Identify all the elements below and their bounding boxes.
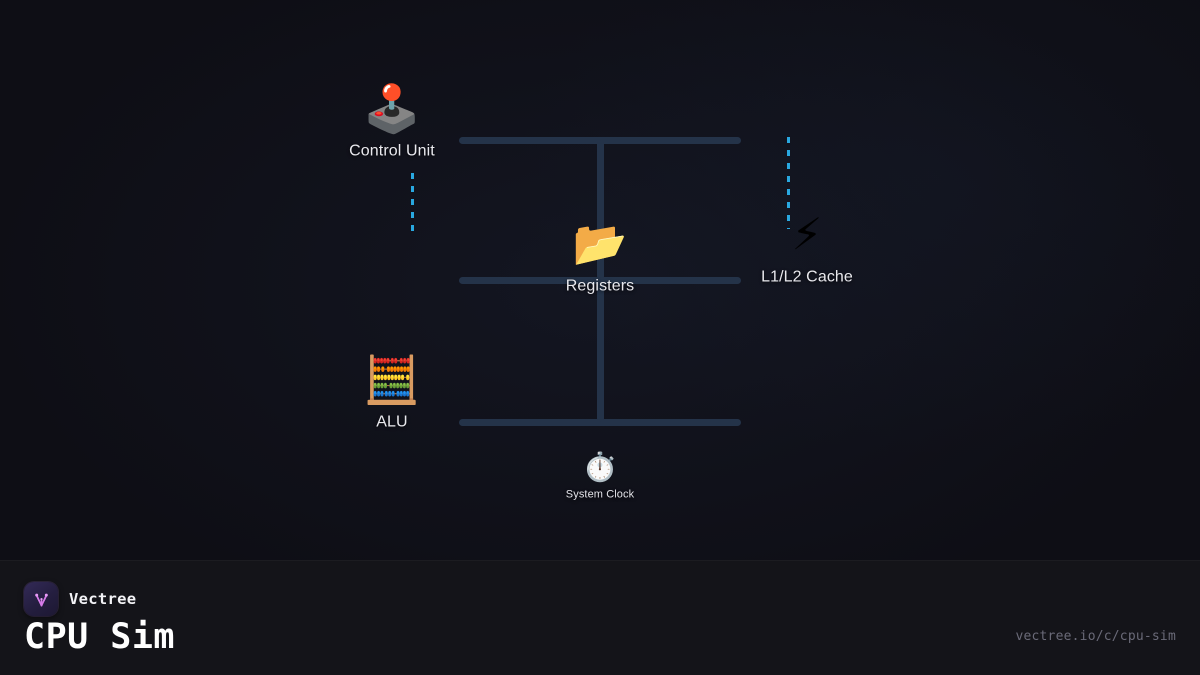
node-label-l1-l2-cache: L1/L2 Cache: [761, 268, 853, 286]
node-label-system-clock: System Clock: [565, 488, 635, 501]
link-cache-bus: [787, 137, 790, 229]
node-label-control-unit: Control Unit: [349, 142, 435, 160]
open-folder-icon: 📂: [572, 218, 628, 270]
joystick-icon: 🕹️: [363, 81, 421, 136]
node-system-clock[interactable]: ⏱️ System Clock: [565, 450, 635, 501]
footer-bar: Vectree CPU Sim vectree.io/c/cpu-sim: [0, 560, 1200, 675]
node-control-unit[interactable]: 🕹️Control Unit: [349, 86, 435, 161]
node-l1-l2-cache[interactable]: ⚡ L1/L2 Cache: [761, 209, 853, 287]
brand-name: Vectree: [69, 590, 137, 608]
bus-bus-bottom: [459, 419, 741, 426]
bus-bus-spine-upper: [597, 140, 604, 280]
vectree-logo-icon: [24, 582, 58, 616]
node-label-alu: ALU: [376, 413, 408, 431]
link-control-unit-bus: [411, 173, 414, 233]
brand-row: Vectree: [24, 582, 136, 616]
bus-bus-spine-lower: [597, 280, 604, 422]
page-title: CPU Sim: [24, 617, 176, 657]
high-voltage-icon: ⚡: [791, 209, 823, 261]
diagram-canvas: 🕹️Control Unit📂Registers⚡L1/L2 Cache🧮ALU…: [349, 86, 853, 501]
node-label-registers: Registers: [565, 277, 635, 295]
node-alu[interactable]: 🧮ALU: [363, 357, 420, 432]
node-registers[interactable]: 📂 Registers: [565, 218, 635, 296]
stopwatch-icon: ⏱️: [582, 450, 618, 484]
abacus-icon: 🧮: [363, 352, 421, 407]
footer-url: vectree.io/c/cpu-sim: [1015, 629, 1176, 644]
